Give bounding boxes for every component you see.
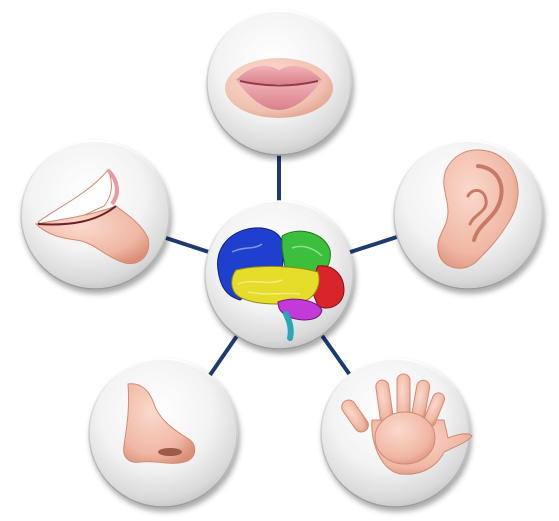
brain-icon [217, 227, 345, 341]
nose-icon [123, 383, 196, 464]
lips-icon [225, 58, 333, 118]
tongue-icon [34, 168, 150, 264]
ear-icon [437, 149, 519, 269]
hand-icon [341, 373, 473, 475]
